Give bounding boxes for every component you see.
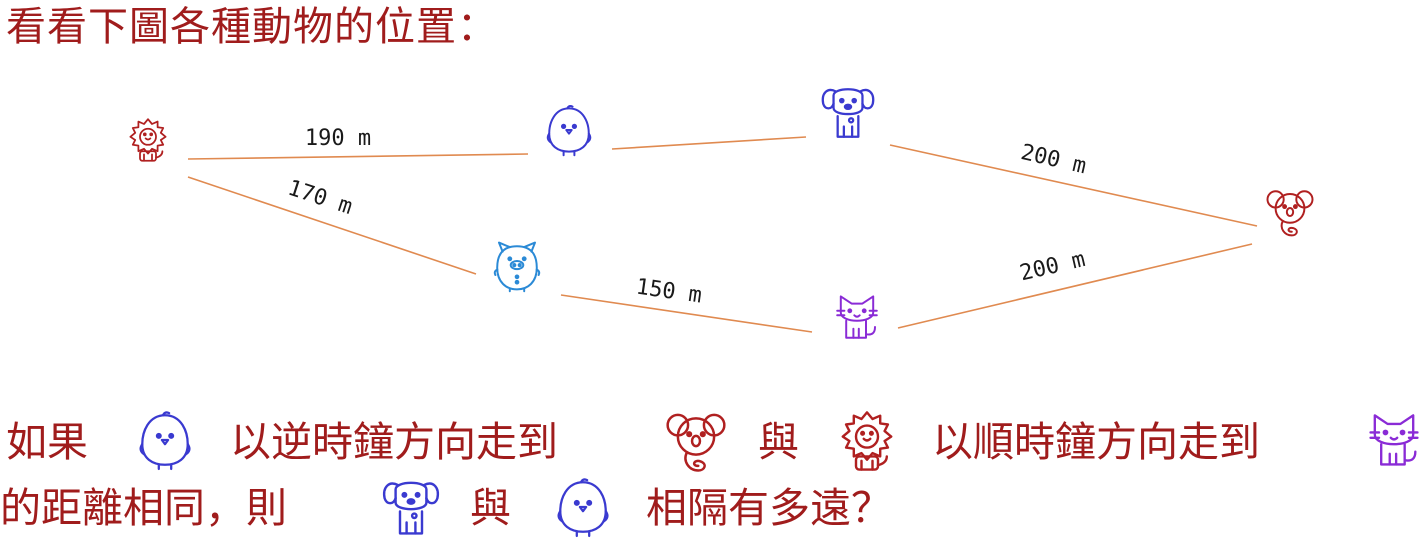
edge-lion-chick (187, 153, 529, 160)
question-text-7: 相隔有多遠？ (646, 484, 892, 532)
chick-icon (139, 411, 191, 471)
pig-icon (493, 241, 541, 293)
koala-icon (1266, 190, 1314, 237)
edge-dog-koala (889, 144, 1258, 227)
question-text-6: 與 (470, 484, 511, 532)
question-text-1: 如果 (6, 418, 88, 466)
question-text-3: 與 (758, 418, 799, 466)
dog-icon (821, 88, 875, 138)
edge-cat-koala (897, 243, 1253, 329)
page-title: 看看下圖各種動物的位置： (6, 4, 498, 50)
edge-lion-pig (187, 176, 477, 275)
distance-label-pig-cat: 150 m (634, 275, 703, 309)
cat-icon (1369, 414, 1419, 466)
cat-icon (836, 295, 878, 339)
question-text-4: 以順時鐘方向走到 (932, 418, 1260, 466)
question-text-2: 以逆時鐘方向走到 (230, 418, 558, 466)
dog-icon (382, 481, 440, 535)
distance-label-dog-koala: 200 m (1018, 140, 1088, 179)
chick-icon (557, 478, 609, 538)
question-text-5: 的距離相同，則 (0, 484, 287, 532)
distance-label-cat-koala: 200 m (1017, 247, 1087, 286)
distance-label-lion-chick: 190 m (305, 126, 371, 151)
edge-pig-cat (560, 294, 813, 333)
path-edges (187, 136, 1258, 333)
lion-icon (841, 411, 893, 471)
koala-icon (666, 413, 726, 472)
lion-icon (129, 118, 167, 162)
chick-icon (546, 104, 592, 157)
edge-chick-dog (611, 136, 807, 150)
